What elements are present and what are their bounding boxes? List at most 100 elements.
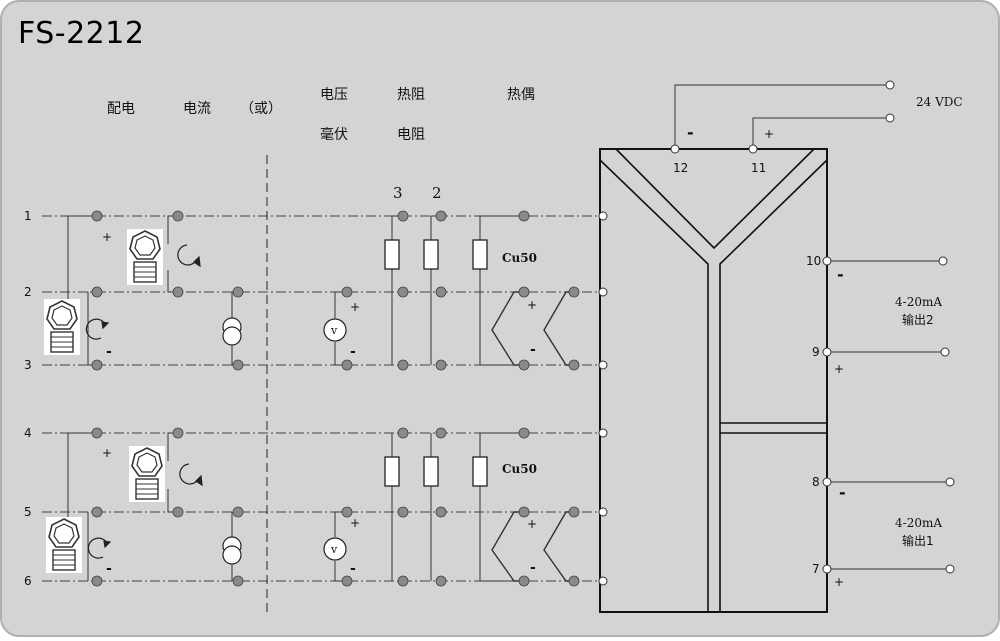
polarity-plus: + (527, 517, 537, 531)
voltmeter-symbol: v (330, 543, 338, 556)
module-terminals (598, 80, 955, 586)
output-1-label-line1: 4-20mA (895, 516, 942, 530)
module-terminal (940, 347, 950, 357)
output-2-label-line1: 4-20mA (895, 295, 942, 309)
terminal-7-label: 7 (812, 562, 820, 576)
module-terminal (598, 211, 608, 221)
output-2-plus-mark: + (834, 362, 844, 376)
polarity-plus: + (350, 516, 360, 530)
resistor-icon (472, 239, 488, 270)
loop-arrow-icons (85, 244, 203, 559)
power-wiring (674, 84, 890, 149)
wiring-terminal-dot (435, 359, 447, 371)
wiring-terminal-dot (568, 575, 580, 587)
wiring-terminal-dot (518, 575, 530, 587)
wiring-terminal-dot (172, 506, 184, 518)
wiring-terminal-dot (435, 427, 447, 439)
power-minus-mark: - (687, 123, 694, 142)
wiring-terminal-dot (341, 575, 353, 587)
polarity-minus: - (350, 561, 356, 577)
wiring-terminal-dot (397, 506, 409, 518)
module-terminal (598, 507, 608, 517)
wiring-terminal-dot (232, 506, 244, 518)
polarity-plus: + (527, 298, 537, 312)
polarity-plus: + (350, 300, 360, 314)
label-resistance: 电阻 (397, 127, 425, 143)
wiring-terminal-dot (397, 359, 409, 371)
polarity-minus: - (530, 342, 536, 358)
wiring-terminal-dot (518, 286, 530, 298)
module-terminal (598, 287, 608, 297)
polarity-plus: + (102, 446, 112, 460)
wiring-terminal-dot (397, 286, 409, 298)
wiring-terminal-dot (232, 286, 244, 298)
label-voltage: 电压 (320, 87, 348, 103)
wiring-terminal-dots (91, 210, 580, 587)
resistor-icon (423, 239, 439, 270)
wiring-terminal-dot (435, 575, 447, 587)
left-terminal-1: 1 (24, 209, 32, 223)
wiring-terminal-dot (435, 286, 447, 298)
output-1-label-line2: 输出1 (902, 533, 934, 548)
wiring-terminal-dot (568, 359, 580, 371)
wiring-terminal-dot (341, 359, 353, 371)
label-or: （或） (240, 101, 282, 117)
label-current: 电流 (183, 101, 211, 117)
wiring-terminal-dot (518, 359, 530, 371)
resistor-icon (384, 239, 400, 270)
module-terminal (598, 428, 608, 438)
terminal-12-label: 12 (673, 161, 688, 175)
module-terminal (938, 256, 948, 266)
polarity-plus: + (102, 230, 112, 244)
wiring-terminal-dot (568, 286, 580, 298)
page-title: FS-2212 (18, 16, 145, 51)
wiring-terminal-dot (341, 506, 353, 518)
wiring-terminal-dot (91, 359, 103, 371)
resistors (384, 239, 488, 487)
polarity-minus: - (350, 344, 356, 360)
wiring-terminal-dot (172, 210, 184, 222)
wiring-terminal-dot (518, 506, 530, 518)
cu50-label-upper: Cu50 (502, 251, 537, 265)
label-distribution: 配电 (107, 101, 135, 117)
voltmeter-symbol: v (330, 324, 338, 337)
terminal-buses (42, 215, 600, 582)
wiring-terminal-dot (568, 506, 580, 518)
loop-arrow-icon (85, 318, 106, 340)
wiring-terminal-dot (518, 210, 530, 222)
output-2-minus-mark: - (837, 265, 844, 284)
rtd-wire-label-3: 3 (393, 184, 403, 202)
current-source-icons (222, 317, 242, 565)
power-label: 24 VDC (916, 95, 963, 109)
wiring-terminal-dot (397, 575, 409, 587)
module-terminal (822, 564, 832, 574)
left-terminal-3: 3 (24, 358, 32, 372)
cu50-label-lower: Cu50 (502, 462, 537, 476)
wiring-terminal-dot (172, 427, 184, 439)
wiring-terminal-dot (232, 575, 244, 587)
wiring-terminal-dot (91, 427, 103, 439)
polarity-minus: - (106, 344, 112, 360)
module-terminal (598, 576, 608, 586)
power-plus-mark: + (764, 127, 774, 141)
module-terminal (822, 256, 832, 266)
terminal-9-label: 9 (812, 345, 820, 359)
wiring-terminal-dot (435, 506, 447, 518)
terminal-10-label: 10 (806, 254, 821, 268)
output-wiring (827, 260, 950, 570)
voltmeter-icon (323, 318, 347, 342)
module-terminal (945, 564, 955, 574)
module-terminal (748, 144, 758, 154)
module-terminal (885, 113, 895, 123)
terminal-11-label: 11 (751, 161, 766, 175)
polarity-minus: - (530, 560, 536, 576)
voltmeters: v v (323, 318, 347, 561)
label-rtd: 热阻 (397, 87, 425, 103)
wiring-terminal-dot (397, 427, 409, 439)
wiring-terminal-dot (341, 286, 353, 298)
module-terminal (598, 360, 608, 370)
loop-arrow-icon (177, 244, 198, 266)
wiring-terminal-dot (91, 575, 103, 587)
label-millivolt: 毫伏 (320, 126, 348, 143)
